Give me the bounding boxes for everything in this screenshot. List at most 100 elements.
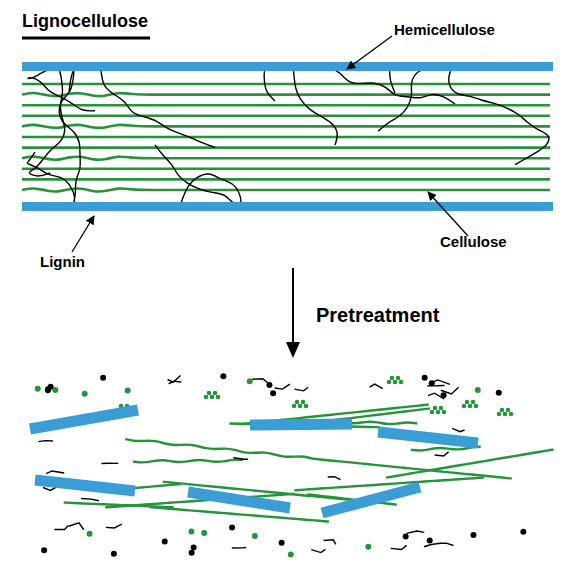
oligomer-coil	[506, 408, 511, 413]
sugar-monomer	[365, 544, 371, 550]
oligomer-coil	[500, 408, 505, 413]
cellulose-fragment	[133, 460, 243, 463]
sugar-monomer	[100, 375, 106, 381]
oligomer-coil	[468, 404, 473, 409]
cellulose-fiber	[22, 115, 550, 118]
hemicellulose-fragment	[294, 387, 308, 391]
diagram-title: Lignocellulose	[22, 11, 148, 32]
oligomer-coil	[298, 404, 303, 409]
hemicellulose-chains	[27, 67, 549, 206]
lignin-band	[22, 62, 553, 71]
oligomer-coil	[396, 376, 401, 381]
hemicellulose-fragment	[54, 526, 68, 530]
sugar-monomer	[266, 382, 272, 388]
oligomer-coil	[210, 395, 215, 400]
leader-arrow	[428, 192, 468, 236]
sugar-monomer	[41, 547, 47, 553]
sugar-monomer	[520, 529, 526, 535]
hemicellulose-fragment	[233, 458, 248, 459]
hemicellulose-chain	[27, 71, 80, 202]
sugar-monomer	[470, 532, 476, 538]
sugar-monomer	[427, 538, 433, 544]
cellulose-fiber	[22, 93, 550, 96]
cellulose-fragment	[64, 503, 174, 508]
hemicellulose-fragment	[440, 543, 453, 545]
oligomer-coil	[497, 412, 502, 417]
oligomer-coil	[430, 410, 435, 415]
sugar-monomer	[475, 387, 481, 393]
hemicellulose-chain	[448, 67, 549, 165]
leader-arrow	[347, 36, 392, 69]
oligomer-coil	[387, 380, 392, 385]
hemicellulose-fragment	[391, 545, 407, 549]
hemicellulose-chain	[72, 67, 215, 147]
hemicellulose-fragment	[81, 498, 99, 500]
sugar-monomer	[441, 392, 447, 398]
hemicellulose-fragment	[432, 380, 450, 384]
sugar-monomer	[45, 386, 51, 392]
sugar-monomer	[422, 375, 428, 381]
oligomer-coil	[442, 410, 447, 415]
pretreated-fragments	[29, 373, 554, 557]
hemicellulose-fragment	[275, 384, 290, 389]
oligomer-coil	[304, 404, 309, 409]
cellulose-fiber	[22, 104, 550, 107]
oligomer-coil	[465, 400, 470, 405]
sugar-monomer	[188, 529, 194, 535]
oligomer-coil	[462, 404, 467, 409]
cellulose-fragment	[125, 439, 314, 459]
cellulose-fiber	[22, 125, 550, 128]
oligomer-coil	[433, 406, 438, 411]
process-arrow	[292, 268, 294, 344]
sugar-monomer	[247, 378, 253, 384]
hemicellulose-chain	[293, 67, 360, 145]
oligomer-coil	[509, 412, 514, 417]
oligomer-coil	[292, 404, 297, 409]
oligomer-coil	[436, 410, 441, 415]
sugar-monomer	[229, 524, 235, 530]
sugar-monomer	[220, 373, 226, 379]
sugar-monomer	[111, 551, 117, 557]
hemicellulose-fragment	[407, 531, 425, 533]
oligomer-coil	[213, 391, 218, 396]
oligomer-coil	[439, 406, 444, 411]
callout-label: Lignin	[40, 253, 85, 270]
oligomer-coil	[216, 395, 221, 400]
sugar-monomer	[87, 531, 93, 537]
sugar-monomer	[162, 539, 168, 545]
hemicellulose-fragment	[232, 547, 246, 549]
hemicellulose-fragment	[252, 379, 268, 383]
lignin-fragment	[321, 482, 422, 519]
hemicellulose-fragment	[101, 463, 118, 465]
sugar-monomer	[252, 533, 258, 539]
hemicellulose-fragment	[106, 524, 122, 528]
oligomer-coil	[393, 380, 398, 385]
oligomer-coil	[390, 376, 395, 381]
sugar-monomer	[82, 391, 88, 397]
hemicellulose-fragment	[324, 540, 336, 545]
hemicellulose-fragment	[424, 543, 440, 547]
cellulose-fragment	[294, 478, 484, 491]
sugar-monomer	[403, 533, 409, 539]
sugar-monomer	[279, 540, 285, 546]
hemicellulose-fragment	[69, 523, 84, 530]
lignin-fragment	[250, 419, 352, 431]
cellulose-fiber	[22, 168, 550, 171]
hemicellulose-fragment	[370, 384, 383, 388]
oligomer-coil	[295, 400, 300, 405]
cellulose-fragment	[386, 449, 554, 477]
hemicellulose-chain	[275, 67, 455, 104]
leader-arrow	[72, 216, 94, 252]
sugar-monomer	[35, 386, 41, 392]
sugar-monomer	[189, 550, 195, 556]
callout-label: Pretreatment	[316, 304, 439, 327]
sugar-monomer	[52, 387, 58, 393]
oligomer-coil	[301, 400, 306, 405]
lignin-fragment	[377, 427, 478, 449]
sugar-monomer	[288, 552, 294, 558]
sugar-monomer	[125, 387, 131, 393]
sugar-monomer	[191, 544, 197, 550]
hemicellulose-fragment	[328, 477, 341, 480]
